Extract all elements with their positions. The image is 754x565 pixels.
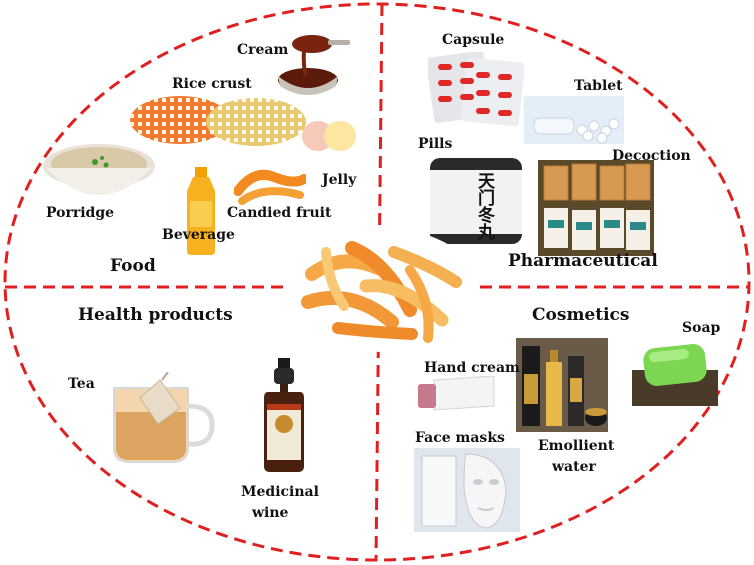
porridge-image [43, 144, 155, 195]
vertical-divider [374, 3, 384, 562]
category-health-products: Health products [78, 305, 233, 325]
label-pills: Pills [418, 136, 453, 152]
rice-crust-image [130, 96, 306, 146]
label-cream: Cream [237, 42, 289, 58]
label-jelly: Jelly [322, 172, 357, 188]
tea-cup-image [113, 372, 215, 463]
capsule-blister-image [428, 52, 524, 126]
label-tea: Tea [68, 376, 95, 392]
label-porridge: Porridge [46, 205, 115, 221]
label-rice-crust: Rice crust [172, 76, 252, 92]
pill-jar-image: 天门冬丸 [430, 158, 522, 244]
pill-jar-label: 天门冬丸 [478, 172, 495, 243]
label-hand-cream: Hand cream [424, 360, 520, 376]
tablet-image [524, 96, 624, 144]
label-beverage: Beverage [162, 227, 235, 243]
category-pharmaceutical: Pharmaceutical [508, 251, 658, 271]
label-tablet: Tablet [574, 78, 623, 94]
hand-cream-tube-image [418, 376, 495, 411]
label-decoction: Decoction [612, 148, 691, 164]
cream-spoon-image [278, 35, 350, 95]
dashed-oval [3, 2, 751, 562]
beverage-bottle-image [187, 167, 215, 255]
label-emollient-water-line1: Emollient [538, 438, 615, 454]
category-cosmetics: Cosmetics [532, 305, 630, 325]
face-mask-image [414, 448, 520, 532]
label-medicinal-wine-line1: Medicinal [241, 484, 319, 500]
decoction-packets-image [538, 160, 654, 256]
jelly-image [302, 121, 356, 151]
center-root-image [284, 228, 480, 352]
category-food: Food [110, 256, 156, 276]
label-soap: Soap [682, 320, 721, 336]
label-medicinal-wine-line2: wine [252, 505, 289, 521]
label-face-masks: Face masks [415, 430, 505, 446]
emollient-water-bottles-image [516, 338, 608, 432]
medicinal-wine-bottle-image [264, 358, 304, 472]
label-emollient-water-line2: water [552, 459, 596, 475]
soap-image [632, 344, 718, 406]
label-candied-fruit: Candied fruit [227, 205, 332, 221]
candied-fruit-image [234, 169, 306, 205]
label-capsule: Capsule [442, 32, 505, 48]
